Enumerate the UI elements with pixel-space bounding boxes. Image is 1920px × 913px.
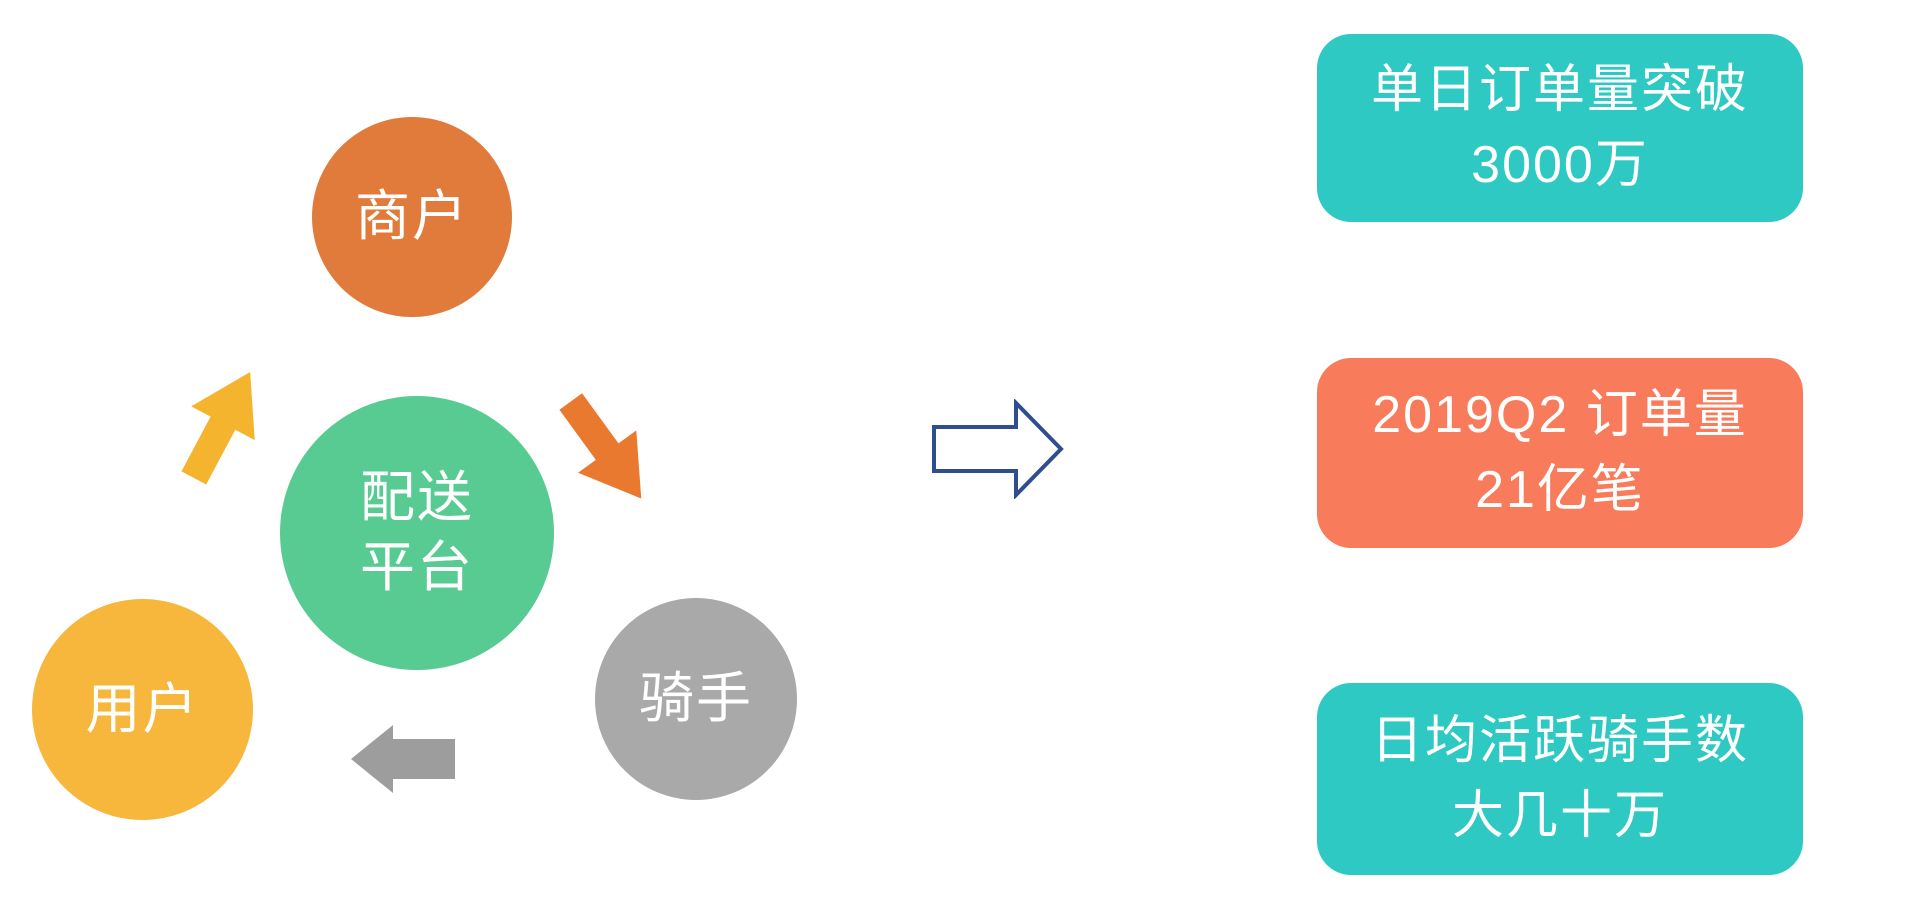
stat-card-q2-orders: 2019Q2 订单量 21亿笔 — [1317, 358, 1803, 548]
stat-card-active-riders: 日均活跃骑手数 大几十万 — [1317, 683, 1803, 875]
stat-card-daily-orders: 单日订单量突破 3000万 — [1317, 34, 1803, 222]
up-right-arrow-icon — [181, 372, 255, 485]
platform-label-line2: 平台 — [359, 536, 474, 598]
right-outline-arrow-icon — [932, 399, 1064, 499]
platform-label-line1: 配送 — [359, 466, 474, 529]
user-node: 用户 — [32, 599, 253, 820]
merchant-node: 商户 — [312, 117, 512, 317]
stat-card-line2: 3000万 — [1471, 136, 1649, 194]
left-arrow-icon — [351, 725, 455, 793]
stat-card-line1: 2019Q2 订单量 — [1372, 385, 1748, 444]
stat-card-line1: 日均活跃骑手数 — [1370, 711, 1749, 770]
merchant-label: 商户 — [354, 185, 469, 248]
rider-node: 骑手 — [595, 598, 797, 800]
delivery-platform-node: 配送 平台 — [280, 396, 554, 670]
user-label: 用户 — [85, 677, 200, 740]
rider-label: 骑手 — [638, 667, 753, 730]
down-right-arrow-icon — [559, 393, 642, 499]
stat-card-line2: 大几十万 — [1451, 787, 1668, 845]
stat-card-line1: 单日订单量突破 — [1370, 60, 1749, 119]
stat-card-line2: 21亿笔 — [1475, 461, 1645, 519]
